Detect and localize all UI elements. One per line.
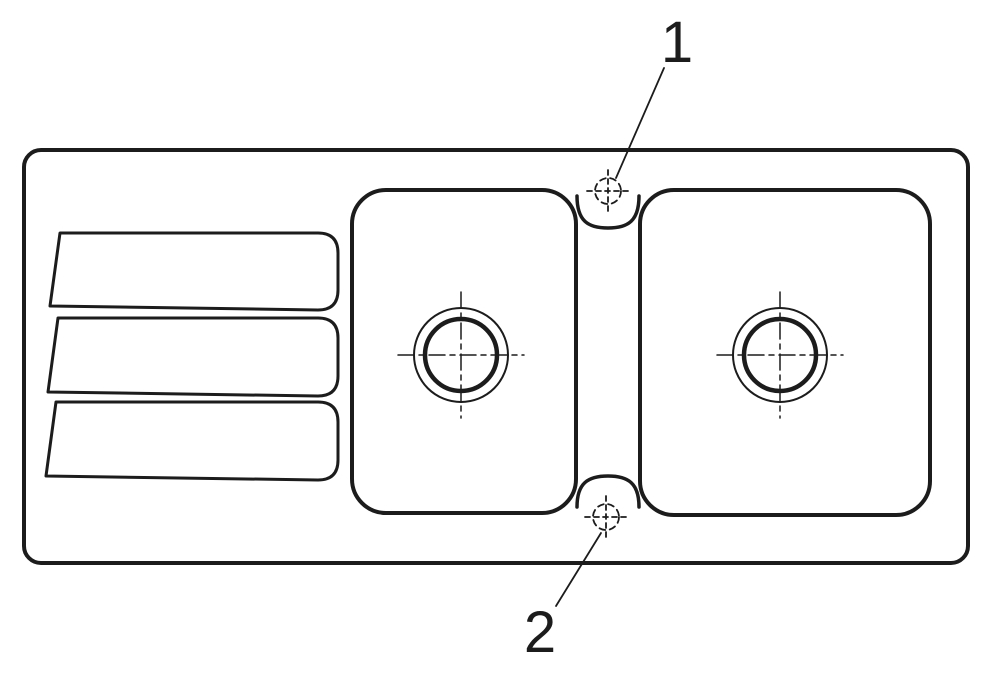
top-neck-contour <box>575 194 641 230</box>
drainboard <box>44 231 340 482</box>
drainboard-slat-middle <box>46 316 340 398</box>
bottom-neck-contour <box>575 474 641 509</box>
right-drain-outer-circle <box>732 307 828 403</box>
callout-2-label: 2 <box>524 600 556 665</box>
drainboard-slat-bottom <box>44 400 340 482</box>
datum-target-top-icon <box>586 169 630 213</box>
callout-1-label: 1 <box>661 10 693 75</box>
callout-2-leader-line <box>555 532 602 607</box>
middle-bowl-drain <box>397 291 525 419</box>
sink-outer-rim <box>22 148 970 565</box>
datum-target-bottom-icon <box>584 495 628 539</box>
middle-drain-inner-circle <box>422 316 500 394</box>
right-bowl-drain <box>716 291 844 419</box>
right-drain-inner-circle <box>741 316 819 394</box>
drainboard-slat-top <box>48 231 340 312</box>
middle-drain-outer-circle <box>413 307 509 403</box>
right-bowl <box>638 188 932 517</box>
middle-bowl <box>350 188 578 515</box>
callout-1-leader-line <box>615 67 665 179</box>
